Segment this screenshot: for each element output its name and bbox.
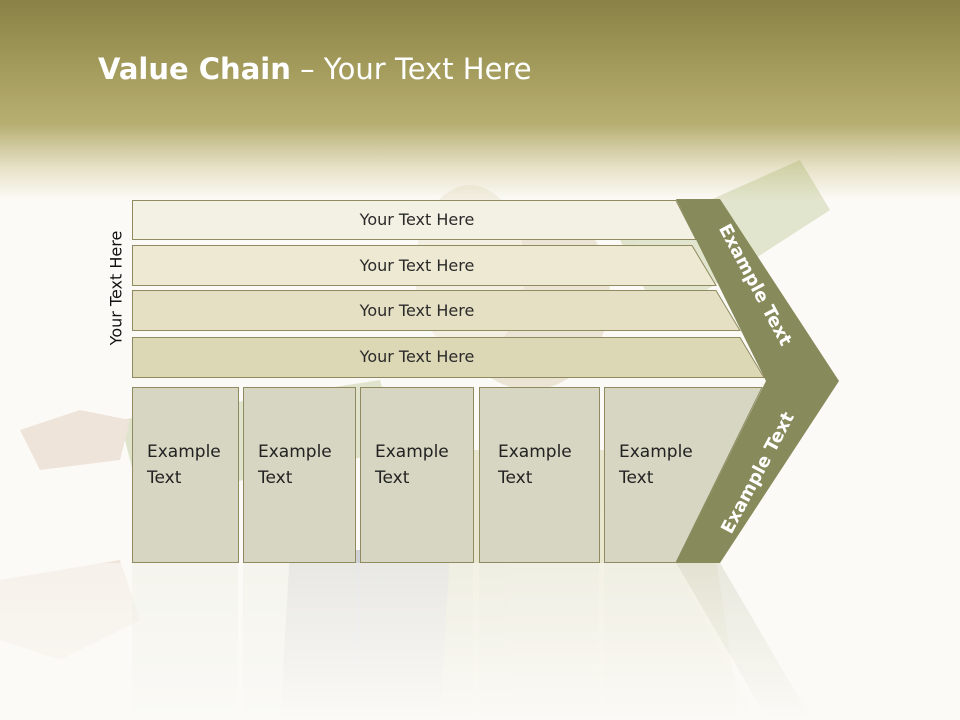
bar-1-label: Your Text Here	[359, 210, 475, 229]
side-label: Your Text Here	[106, 230, 126, 346]
reflection	[0, 563, 960, 720]
header-band	[0, 0, 960, 200]
slide-title: Value Chain – Your Text Here	[98, 52, 532, 86]
bar-4-label: Your Text Here	[359, 347, 475, 366]
bar-2-label: Your Text Here	[359, 256, 475, 275]
bar-3-label: Your Text Here	[359, 301, 475, 320]
value-chevron	[676, 199, 839, 563]
title-bold: Value Chain	[98, 52, 291, 86]
title-rest: – Your Text Here	[290, 52, 532, 86]
